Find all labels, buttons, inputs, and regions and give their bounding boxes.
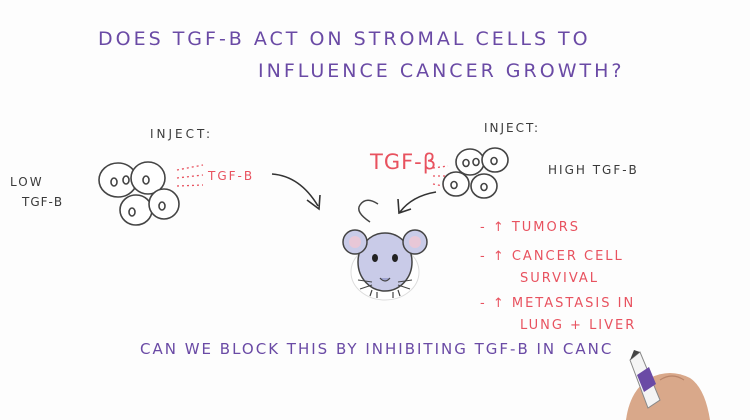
low-condition-line-1: Low (10, 175, 44, 189)
tgf-beta-label-right: TGF-β (370, 150, 438, 174)
marker-pen-icon (629, 350, 661, 409)
inject-label-right: Inject: (484, 121, 541, 135)
injection-lines-left (176, 164, 204, 187)
arrow-icon (397, 191, 437, 215)
title-line-2: influence cancer growth? (258, 60, 625, 82)
cell-cluster-icon (442, 147, 509, 199)
effect-survival-line-1: - ↑ Cancer cell (480, 249, 624, 264)
cell-cluster-icon (98, 161, 180, 226)
arrow-icon (271, 173, 321, 211)
tgf-beta-label-left: TGF-β (208, 169, 255, 183)
injection-lines-right (432, 165, 449, 187)
title-line-1: Does TGF-β act on stromal cells to (98, 28, 591, 50)
effect-metastasis-line-1: - ↑ Metastasis in (480, 296, 636, 311)
question-text: Can we block this by inhibiting TGF-β in… (140, 342, 614, 357)
effect-survival-line-2: survival (520, 271, 600, 286)
effect-tumors: - ↑ Tumors (480, 220, 581, 235)
high-condition-label: High TGF-β (548, 163, 639, 177)
inject-label-left: Inject: (150, 127, 214, 141)
mouse-icon (342, 199, 428, 301)
low-condition-line-2: TGF-β (22, 195, 64, 209)
effect-metastasis-line-2: lung + liver (520, 318, 637, 333)
